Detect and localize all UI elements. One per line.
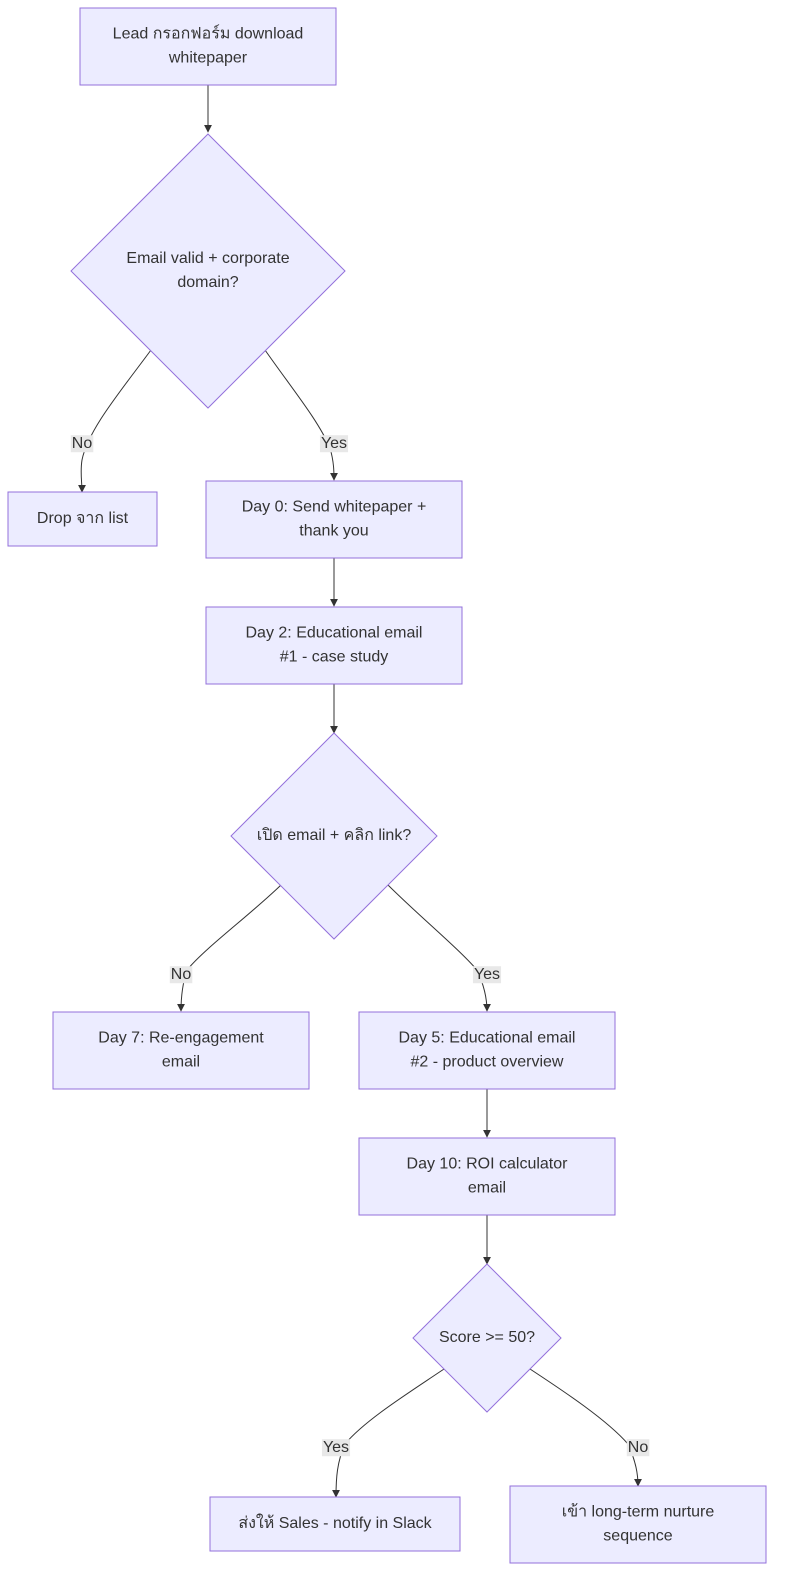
process-box [358,1137,616,1216]
edge-label-check_score-to-sales: Yes [321,1439,351,1457]
edge-label-background [626,1439,650,1457]
edge-label-text: Yes [474,966,500,983]
edge-check_score-to-nurture [529,1368,642,1487]
node-label-line: whitepaper [168,50,248,67]
edge-label-background [70,435,94,453]
node-label-line: ส่งให้ Sales - notify in Slack [238,1513,432,1532]
node-label-line: email [162,1054,200,1071]
edge-check_email-to-day0 [264,349,338,481]
process-box [79,7,337,86]
edge-label-background [321,1439,351,1457]
decision-diamond [230,732,438,940]
edge-label-check_open-to-day7: No [169,966,193,984]
edge-label-check_email-to-day0: Yes [319,435,349,453]
process-box [7,491,158,547]
edge-label-background [472,966,502,984]
node-label-line: Email valid + corporate [126,250,289,267]
decision-diamond [412,1263,562,1413]
node-label-line: Drop จาก list [37,510,129,527]
process-box [209,1496,461,1552]
node-check-score: Score >= 50? [412,1263,562,1413]
process-box [205,606,463,685]
node-label-line: เปิด email + คลิก link? [257,827,412,844]
edge-label-check_email-to-drop: No [70,435,94,453]
node-label-line: Day 7: Re-engagement [98,1030,264,1047]
node-label-line: Score >= 50? [439,1329,535,1346]
edge-label-check_score-to-nurture: No [626,1439,650,1457]
edge-label-background [319,435,349,453]
node-label-line: Day 5: Educational email [399,1030,576,1047]
node-nurture: เข้า long-term nurture sequence [509,1485,767,1564]
node-check-email: Email valid + corporate domain? [70,133,346,409]
node-label-line: domain? [177,274,238,291]
edge-label-background [169,966,193,984]
node-day7: Day 7: Re-engagement email [52,1011,310,1090]
node-check-open: เปิด email + คลิก link? [230,732,438,940]
node-start: Lead กรอกฟอร์ม download whitepaper [79,7,337,86]
node-label-line: เข้า long-term nurture [562,1503,715,1521]
edge-label-text: Yes [321,435,347,452]
node-day5: Day 5: Educational email #2 - product ove… [358,1011,616,1090]
edge-label-check_open-to-day5: Yes [472,966,502,984]
edge-check_open-to-day5 [387,884,491,1012]
edge-label-text: Yes [323,1439,349,1456]
node-day10: Day 10: ROI calculator email [358,1137,616,1216]
node-day2: Day 2: Educational email #1 - case study [205,606,463,685]
node-label-line: Day 2: Educational email [246,625,423,642]
node-label-line: email [468,1180,506,1197]
edge-check_email-to-drop [77,349,152,493]
node-label-line: #2 - product overview [411,1054,564,1071]
node-label-line: Day 10: ROI calculator [407,1156,569,1173]
node-label-line: Day 0: Send whitepaper + [242,499,427,516]
edge-check_open-to-day7 [177,884,282,1012]
node-day0: Day 0: Send whitepaper + thank you [205,480,463,559]
process-box [509,1485,767,1564]
edge-check_score-to-sales [332,1368,445,1498]
edge-label-text: No [628,1439,649,1456]
node-drop: Drop จาก list [7,491,158,547]
node-label-line: thank you [299,523,368,540]
process-box [52,1011,310,1090]
decision-diamond [70,133,346,409]
process-box [358,1011,616,1090]
edge-label-text: No [72,435,93,452]
node-sales: ส่งให้ Sales - notify in Slack [209,1496,461,1552]
node-label-line: sequence [603,1528,672,1545]
node-label-line: Lead กรอกฟอร์ม download [113,24,304,43]
node-label-line: #1 - case study [280,649,389,666]
edge-label-text: No [171,966,192,983]
process-box [205,480,463,559]
